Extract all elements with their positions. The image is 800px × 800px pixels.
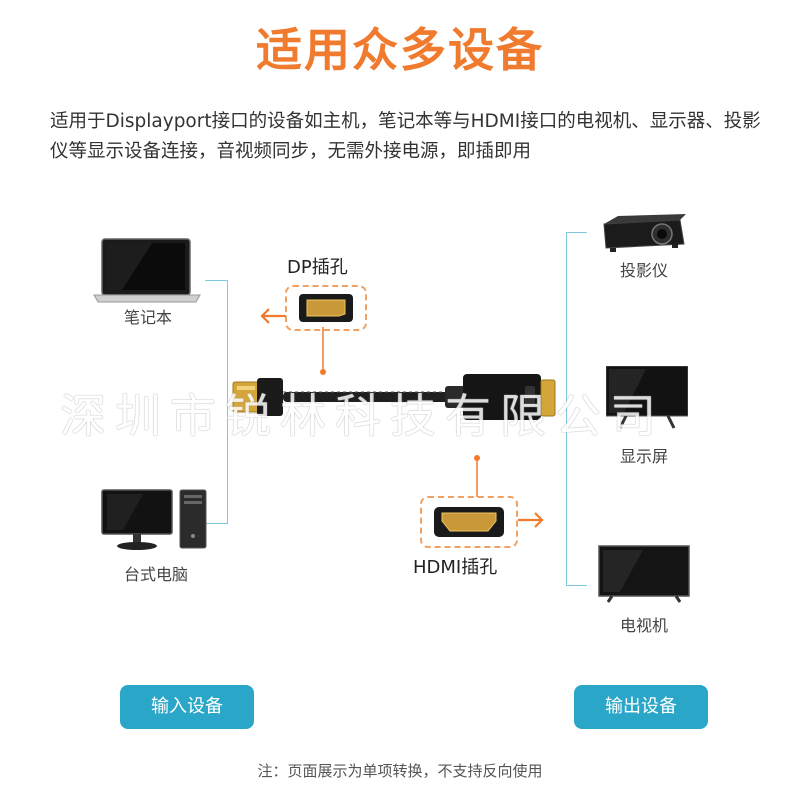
laptop-icon <box>93 238 201 303</box>
hdmi-arrow-icon <box>518 512 544 528</box>
input-bracket <box>205 280 228 524</box>
laptop-label: 笔记本 <box>123 308 172 327</box>
dp-port-label: DP插孔 <box>287 257 348 278</box>
tv-label: 电视机 <box>619 616 668 635</box>
watermark: 深圳市锐林科技有限公司 <box>60 389 665 443</box>
dp-connector-line <box>320 327 326 375</box>
page-title: 适用众多设备 <box>256 23 544 77</box>
hdmi-connector-line <box>474 455 480 497</box>
output-bracket <box>566 232 587 586</box>
hdmi-port-label: HDMI插孔 <box>413 557 498 578</box>
monitor-label: 显示屏 <box>619 447 668 466</box>
dp-arrow-icon <box>260 308 286 324</box>
adapter-cable <box>232 374 556 420</box>
projector-icon <box>603 214 686 252</box>
projector-label: 投影仪 <box>619 261 668 280</box>
monitor-device <box>605 365 689 432</box>
projector-device <box>598 210 688 260</box>
footnote: 注：页面展示为单项转换，不支持反向使用 <box>257 762 543 780</box>
input-devices-button[interactable]: 输入设备 <box>120 685 254 729</box>
monitor-icon <box>605 365 689 429</box>
desktop-pc-icon <box>101 489 207 550</box>
dp-port-box <box>285 285 367 331</box>
output-devices-button[interactable]: 输出设备 <box>574 685 708 729</box>
description-text: 适用于Displayport接口的设备如主机，笔记本等与HDMI接口的电视机、显… <box>50 111 761 162</box>
hdmi-port-icon <box>434 507 504 537</box>
hdmi-port-box <box>420 496 518 548</box>
tv-icon <box>598 545 690 603</box>
laptop-device <box>92 238 202 304</box>
tv-device <box>598 545 690 603</box>
desktop-device <box>98 488 213 554</box>
desktop-label: 台式电脑 <box>123 565 188 584</box>
dp-port-icon <box>299 294 353 322</box>
